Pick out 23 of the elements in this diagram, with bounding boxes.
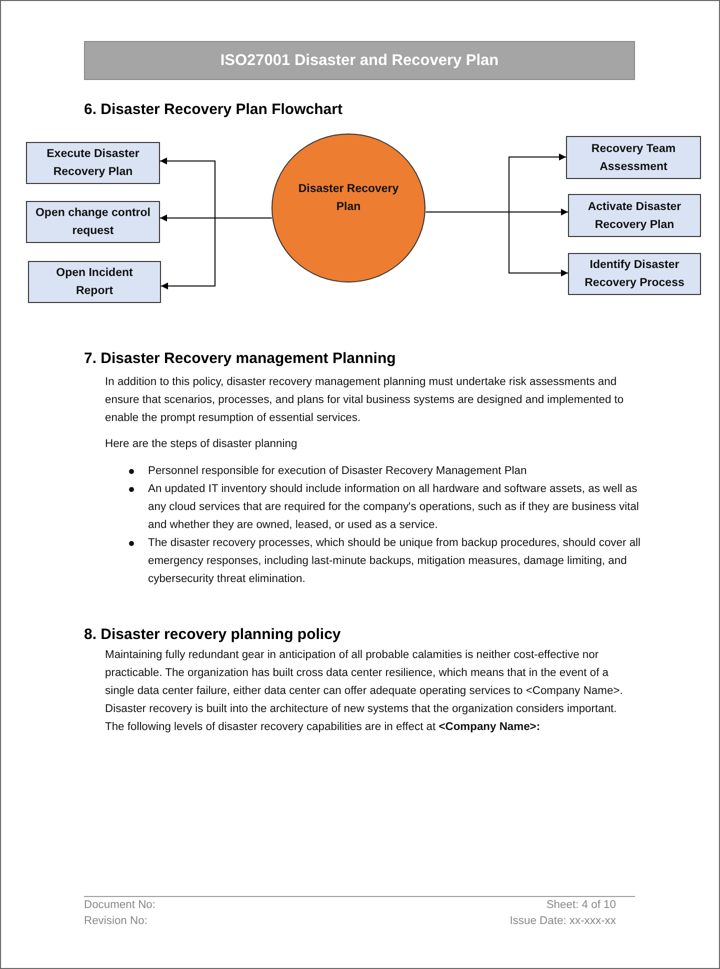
footer-text: Revision No: bbox=[84, 915, 148, 927]
paragraph: Here are the steps of disaster planning bbox=[105, 437, 298, 452]
paragraph: Maintaining fully redundant gear in anticipation of all probable calamities is neither cost-effective nor practicable. The organization has built cross data center resilience, which means that in the event of a single data center failure, either data center can offer adequate operating services to <Company Name>. Disaster recovery is built into the architecture of new systems that the organization considers important. The following levels of disaster recovery capabilities are in effect at <Company Name>: bbox=[105, 648, 624, 735]
bullet-item: An updated IT inventory should include information on all hardware and software assets, as well as any cloud services that are required for the company's operations, such as if they are business vital and whether they are owned, leased, or used as a service. bbox=[148, 482, 640, 533]
bullet-item: Personnel responsible for execution of Disaster Recovery Management Plan bbox=[148, 464, 528, 479]
section-heading: 8. Disaster recovery planning policy bbox=[84, 626, 342, 643]
title-banner: ISO27001 Disaster and Recovery Plan bbox=[84, 41, 635, 80]
process-box: Identify Disaster Recovery Process bbox=[568, 253, 701, 295]
process-box: Activate Disaster Recovery Plan bbox=[568, 194, 701, 237]
footer-text: Issue Date: xx-xxx-xx bbox=[508, 915, 616, 927]
process-box: Execute Disaster Recovery Plan bbox=[26, 142, 160, 184]
process-box: Recovery Team Assessment bbox=[566, 136, 701, 179]
footer-text: Document No: bbox=[84, 899, 157, 911]
arrow bbox=[425, 212, 568, 276]
arrow bbox=[160, 218, 272, 290]
bullet-item: The disaster recovery processes, which should be unique from backup procedures, should cover all emergency responses, including last-minute backups, mitigation measures, damage limiting, and cybersecurity threat elimination. bbox=[148, 536, 642, 587]
footer-text: Sheet: 4 of 10 bbox=[545, 899, 616, 911]
paragraph: In addition to this policy, disaster recovery management planning must undertake risk assessments and ensure that scenarios, processes, and plans for vital business systems are designed and implemented to enable the prompt resumption of essential services. bbox=[105, 375, 625, 426]
process-box: Open change control request bbox=[26, 201, 160, 243]
process-box: Open Incident Report bbox=[28, 261, 161, 303]
section-heading: 6. Disaster Recovery Plan Flowchart bbox=[84, 101, 344, 118]
section-heading: 7. Disaster Recovery management Planning bbox=[84, 350, 397, 367]
start-ellipse: Disaster Recovery Plan bbox=[271, 133, 426, 283]
